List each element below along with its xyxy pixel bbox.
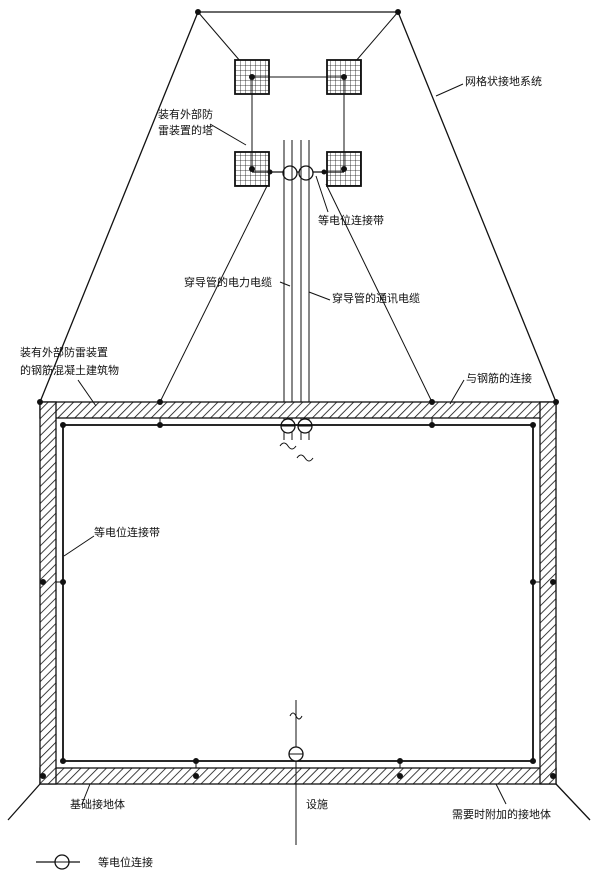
label-foundation-earth: 基础接地体 <box>70 797 125 811</box>
cable-conduits <box>279 140 314 462</box>
label-building-line2: 的钢筋混凝土建筑物 <box>20 363 119 377</box>
label-tower-line2: 雷装置的塔 <box>158 123 213 137</box>
label-tower-line1: 装有外部防 <box>158 107 213 121</box>
label-building-line1: 装有外部防雷装置 <box>20 345 108 359</box>
connection-points <box>37 399 559 779</box>
label-rebar-connection: 与钢筋的连接 <box>466 371 532 385</box>
tower-bonding-bar <box>252 165 344 181</box>
label-facility: 设施 <box>306 798 328 811</box>
tower <box>234 59 362 187</box>
label-bonding-bar-inner: 等电位连接带 <box>94 525 160 539</box>
inner-bonding-bar <box>62 424 534 762</box>
label-telecom-cable: 穿导管的通讯电缆 <box>332 291 420 305</box>
labels: 网格状接地系统 装有外部防 雷装置的塔 等电位连接带 穿导管的电力电缆 穿导管的… <box>20 74 551 821</box>
label-mesh-grounding: 网格状接地系统 <box>465 74 542 88</box>
bonding-symbol <box>282 165 298 181</box>
legend-bonding-label: 等电位连接 <box>98 855 153 869</box>
label-power-cable: 穿导管的电力电缆 <box>184 275 272 289</box>
legend: 等电位连接 <box>36 854 153 870</box>
label-additional-earth: 需要时附加的接地体 <box>452 807 551 821</box>
building <box>7 399 591 845</box>
leader-lines <box>63 83 507 805</box>
mesh-grounding-lines <box>39 9 557 403</box>
label-bonding-bar-top: 等电位连接带 <box>318 213 384 227</box>
